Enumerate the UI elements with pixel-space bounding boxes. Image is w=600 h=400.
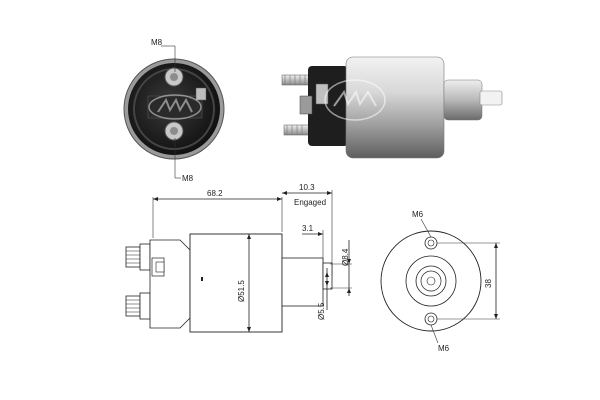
offset-dimension-label: 3.1 — [302, 224, 314, 233]
engaged-dimension-value: 10.3 — [299, 183, 315, 192]
side-photo-top-bolt — [281, 74, 311, 86]
watermark-logo — [148, 94, 202, 120]
drawing-main-body — [189, 233, 283, 333]
side-photo-bottom-bolt — [283, 124, 311, 136]
end-view-photo — [123, 58, 225, 160]
end-view-top-label: M8 — [151, 38, 163, 47]
drawing-bottom-terminal — [125, 292, 151, 320]
end-view-bottom-terminal — [164, 121, 184, 141]
front-top-mount-label: M6 — [412, 210, 424, 219]
body-diameter-label: Ø51.5 — [237, 280, 246, 302]
front-view-drawing: M6 M6 38 — [380, 210, 500, 353]
shaft-diameter-label: Ø5.5 — [317, 302, 326, 320]
drawing-top-terminal — [125, 243, 151, 271]
plunger-diameter-label: Ø8.4 — [341, 248, 350, 266]
side-view-photo — [281, 56, 503, 159]
end-view-bottom-label: M8 — [182, 174, 194, 183]
engaged-dimension-caption: Engaged — [294, 198, 326, 207]
front-bottom-mount-hole — [424, 312, 438, 326]
side-view-drawing: 68.2 10.3 Engaged 3.1 — [125, 183, 352, 333]
mount-span-label: 38 — [484, 279, 493, 288]
front-bottom-mount-label: M6 — [438, 344, 450, 353]
end-view-leaders: M8 M8 — [151, 38, 194, 183]
drawing-nose — [281, 257, 324, 307]
front-top-mount-hole — [424, 236, 438, 250]
length-dimension-label: 68.2 — [207, 189, 223, 198]
side-watermark-logo — [324, 79, 386, 121]
end-view-top-terminal — [164, 67, 184, 87]
